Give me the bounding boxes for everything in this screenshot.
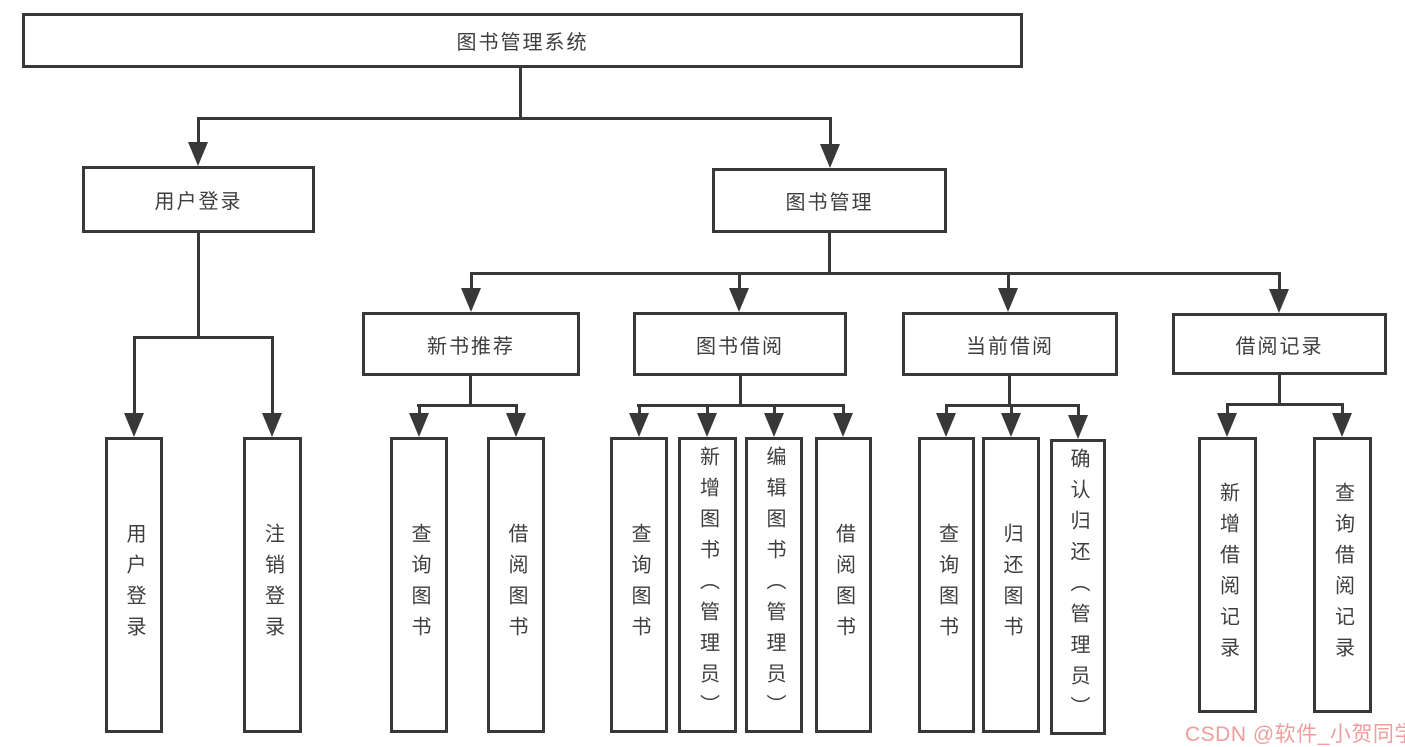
watermark-text: CSDN @软件_小贺同学 <box>1185 723 1405 746</box>
arrow-to-new-book-recommendation <box>461 274 481 312</box>
leaf-return-books: 归还图书 <box>982 437 1040 733</box>
connector-group3-stem <box>1008 376 1011 407</box>
arrow-to-user-login-group <box>188 119 208 166</box>
leaf-add-book-admin: 新增图书（管理员） <box>678 437 737 733</box>
arrow-group2-child3 <box>764 406 784 437</box>
leaf-borrow-books-borrowing: 借阅图书 <box>815 437 872 733</box>
node-book-management: 图书管理 <box>712 168 947 233</box>
connector-group2-stem <box>739 376 742 407</box>
connector-manage-stem <box>828 233 831 274</box>
node-current-borrowing: 当前借阅 <box>902 312 1118 376</box>
leaf-user-login: 用户登录 <box>105 437 163 733</box>
leaf-edit-book-admin: 编辑图书（管理员） <box>745 437 803 733</box>
leaf-query-books-recommend: 查询图书 <box>390 437 448 733</box>
arrow-group3-child1 <box>936 406 956 437</box>
arrow-to-book-management <box>820 119 840 168</box>
connector-group4-rail <box>1226 403 1344 406</box>
leaf-logout: 注销登录 <box>243 437 302 733</box>
connector-level3-rail <box>470 272 1281 275</box>
connector-group1-stem <box>469 376 472 407</box>
node-new-book-recommendation: 新书推荐 <box>362 312 580 376</box>
arrow-group3-child2 <box>1001 406 1021 437</box>
leaf-query-books-borrowing: 查询图书 <box>610 437 668 733</box>
arrow-group4-child1 <box>1217 405 1237 437</box>
arrow-group4-child2 <box>1332 405 1352 437</box>
arrow-group3-child3 <box>1068 406 1088 439</box>
connector-group1-rail <box>417 404 518 407</box>
node-book-borrowing: 图书借阅 <box>633 312 847 376</box>
leaf-query-borrow-record: 查询借阅记录 <box>1313 437 1372 713</box>
node-library-system: 图书管理系统 <box>22 13 1023 68</box>
connector-group2-rail <box>637 404 845 407</box>
connector-user-rail <box>133 336 274 339</box>
connector-level2-rail <box>197 117 832 120</box>
arrow-to-leaf-user-login <box>124 338 144 437</box>
arrow-to-book-borrowing <box>729 274 749 312</box>
connector-user-stem <box>197 233 200 339</box>
arrow-group2-child4 <box>833 406 853 437</box>
node-user-login-group: 用户登录 <box>82 166 315 233</box>
arrow-to-leaf-logout <box>262 338 282 437</box>
leaf-query-books-current: 查询图书 <box>918 437 975 733</box>
arrow-to-current-borrowing <box>998 274 1018 312</box>
connector-group4-stem <box>1278 375 1281 406</box>
connector-group3-rail <box>945 404 1080 407</box>
arrow-to-borrowing-records <box>1269 274 1289 313</box>
arrow-group1-child2 <box>506 406 526 437</box>
leaf-borrow-books-recommend: 借阅图书 <box>487 437 545 733</box>
arrow-group2-child1 <box>629 406 649 437</box>
leaf-confirm-return-admin: 确认归还（管理员） <box>1050 439 1106 735</box>
leaf-add-borrow-record: 新增借阅记录 <box>1198 437 1257 713</box>
arrow-group2-child2 <box>697 406 717 437</box>
node-borrowing-records: 借阅记录 <box>1172 313 1387 375</box>
connector-root-stem <box>519 68 522 120</box>
arrow-group1-child1 <box>409 406 429 437</box>
